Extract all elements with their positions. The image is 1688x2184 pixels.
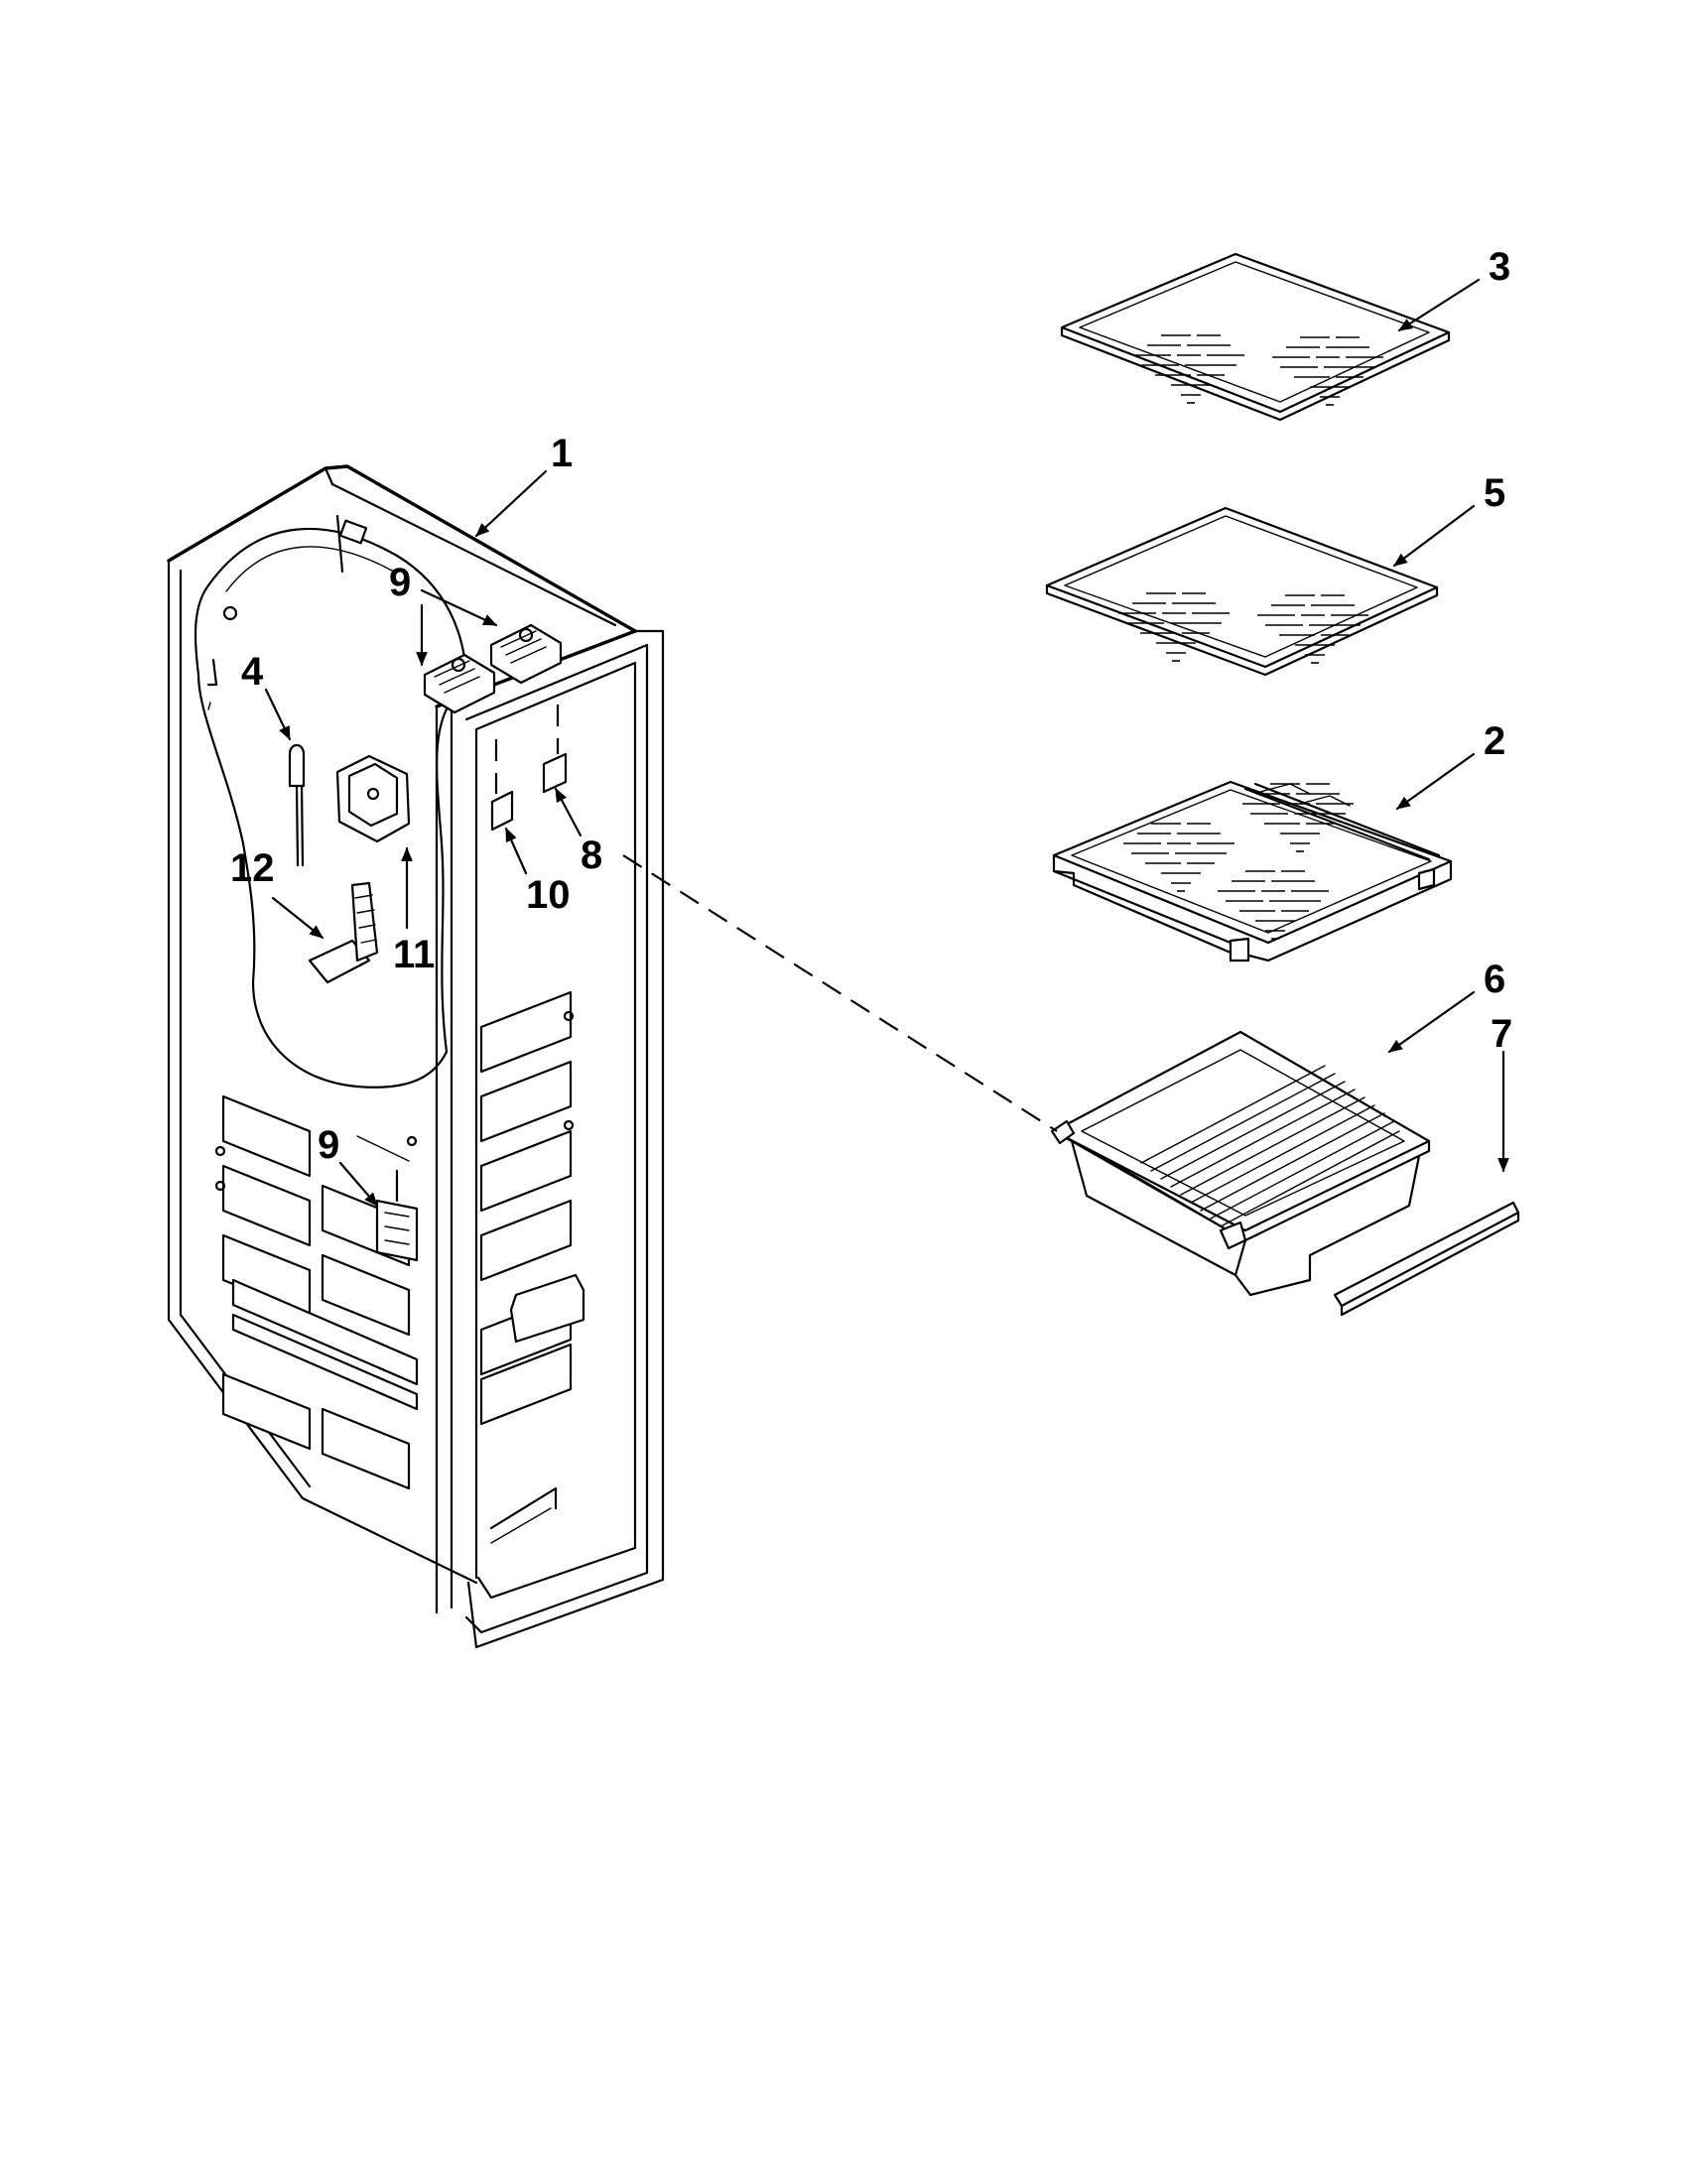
liner-vent-grid bbox=[214, 1094, 419, 1490]
svg-text:6: 6 bbox=[1484, 958, 1505, 1001]
shelf-support-8 bbox=[542, 705, 568, 794]
callout-5: 5 bbox=[1392, 471, 1505, 568]
lamp-socket-top-b bbox=[423, 653, 496, 714]
callout-6: 6 bbox=[1387, 958, 1505, 1054]
callout-1: 1 bbox=[474, 432, 573, 538]
glass-shelf-3 bbox=[1060, 252, 1451, 422]
thermistor bbox=[288, 743, 306, 867]
callout-9-top: 9 bbox=[389, 561, 498, 667]
crisper-drawer bbox=[1050, 1030, 1431, 1297]
callout-2: 2 bbox=[1395, 719, 1505, 811]
glass-shelf-2 bbox=[1052, 780, 1453, 963]
lamp-socket-lower bbox=[356, 1135, 419, 1262]
svg-text:10: 10 bbox=[526, 873, 571, 917]
callout-3: 3 bbox=[1397, 245, 1510, 332]
callout-9-lower: 9 bbox=[318, 1123, 379, 1208]
svg-text:9: 9 bbox=[389, 561, 411, 604]
svg-text:11: 11 bbox=[393, 933, 435, 976]
refrigerator-liner bbox=[167, 464, 665, 1649]
svg-text:5: 5 bbox=[1484, 471, 1505, 515]
svg-text:7: 7 bbox=[1491, 1012, 1512, 1056]
svg-text:1: 1 bbox=[551, 432, 573, 475]
callout-11: 11 bbox=[393, 846, 435, 976]
callout-10: 10 bbox=[504, 827, 571, 917]
svg-text:12: 12 bbox=[230, 846, 275, 890]
housing bbox=[335, 754, 411, 843]
svg-text:8: 8 bbox=[581, 834, 602, 877]
lamp-socket-top-a bbox=[489, 623, 563, 685]
bracket bbox=[308, 881, 379, 984]
svg-text:4: 4 bbox=[241, 650, 264, 694]
glass-shelf-5 bbox=[1045, 506, 1439, 677]
svg-text:9: 9 bbox=[318, 1123, 339, 1167]
callout-8: 8 bbox=[554, 787, 602, 877]
callout-4: 4 bbox=[241, 650, 292, 741]
liner-right-vents bbox=[479, 990, 585, 1426]
callout-12: 12 bbox=[230, 846, 325, 940]
callout-7: 7 bbox=[1491, 1012, 1512, 1173]
svg-text:3: 3 bbox=[1489, 245, 1510, 289]
svg-text:2: 2 bbox=[1484, 719, 1505, 763]
drawer-trim bbox=[1333, 1201, 1520, 1317]
assembly-line bbox=[622, 854, 1058, 1132]
shelf-support-10 bbox=[490, 739, 514, 832]
